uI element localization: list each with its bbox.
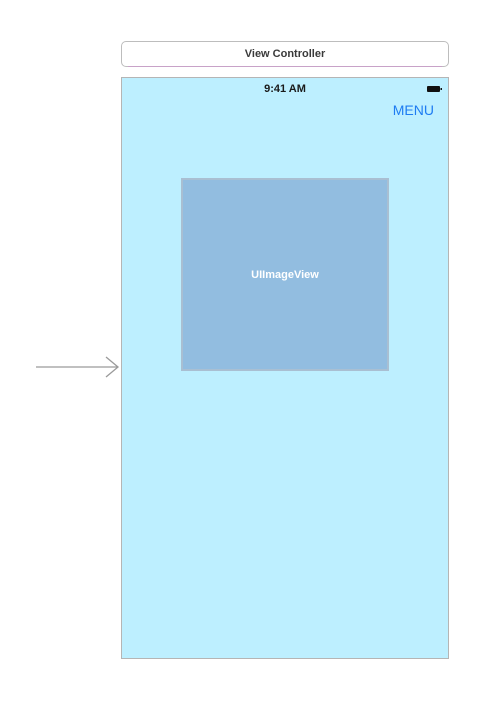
- status-bar-time: 9:41 AM: [264, 83, 306, 95]
- image-view-label: UIImageView: [251, 268, 319, 281]
- view-controller-scene[interactable]: 9:41 AM MENU UIImageView: [121, 77, 449, 659]
- image-view[interactable]: UIImageView: [181, 178, 389, 371]
- view-controller-title-bar[interactable]: View Controller: [121, 41, 449, 67]
- battery-full-icon: [427, 86, 442, 92]
- view-controller-title: View Controller: [244, 48, 326, 60]
- arrow-right-icon[interactable]: [36, 355, 120, 379]
- menu-button[interactable]: MENU: [392, 102, 434, 118]
